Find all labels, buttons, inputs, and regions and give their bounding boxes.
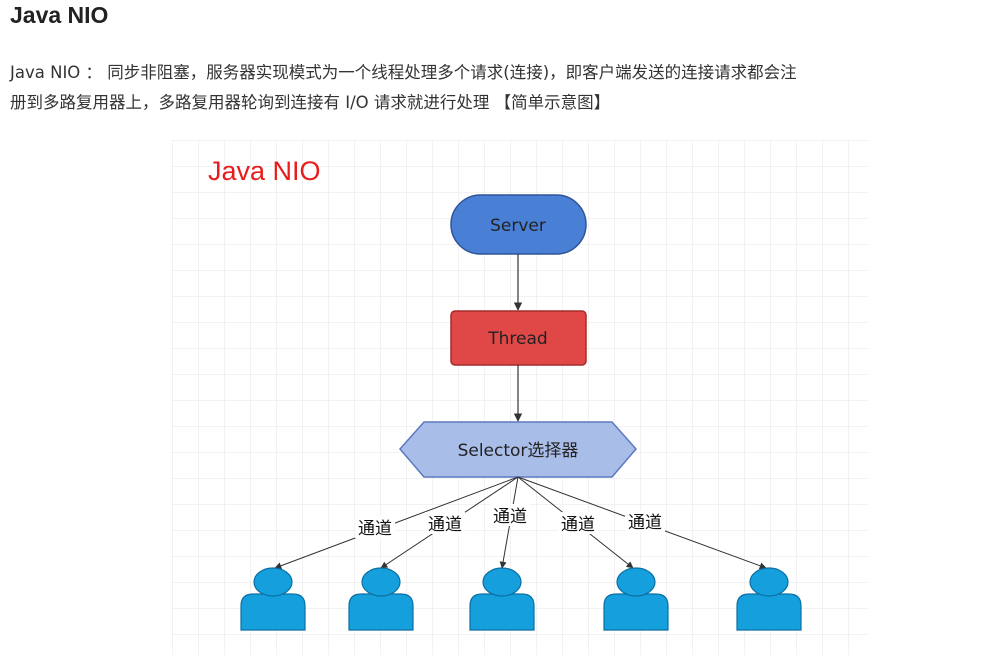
channel-label-3: 通道 xyxy=(493,507,527,527)
client-icon xyxy=(736,567,802,631)
client-icon xyxy=(348,567,414,631)
description-paragraph: Java NIO ： 同步非阻塞，服务器实现模式为一个线程处理多个请求(连接)，… xyxy=(10,58,980,118)
page-title: Java NIO xyxy=(10,2,109,28)
channel-label-2: 通道 xyxy=(428,515,462,535)
thread-label: Thread xyxy=(487,329,547,349)
channel-arrow-1 xyxy=(274,476,519,570)
client-icon xyxy=(240,567,306,631)
description-line-1: Java NIO ： 同步非阻塞，服务器实现模式为一个线程处理多个请求(连接)，… xyxy=(10,63,797,82)
client-icon xyxy=(603,567,669,631)
diagram-title: Java NIO xyxy=(208,156,321,186)
selector-label: Selector选择器 xyxy=(458,441,579,461)
channel-label-4: 通道 xyxy=(561,515,595,535)
server-label: Server xyxy=(490,216,546,236)
channel-label-1: 通道 xyxy=(358,519,392,539)
description-line-2: 册到多路复用器上，多路复用器轮询到连接有 I/O 请求就进行处理 【简单示意图】 xyxy=(10,93,611,112)
channel-label-5: 通道 xyxy=(628,513,662,533)
client-icon xyxy=(469,567,535,631)
selector-node xyxy=(399,421,637,478)
